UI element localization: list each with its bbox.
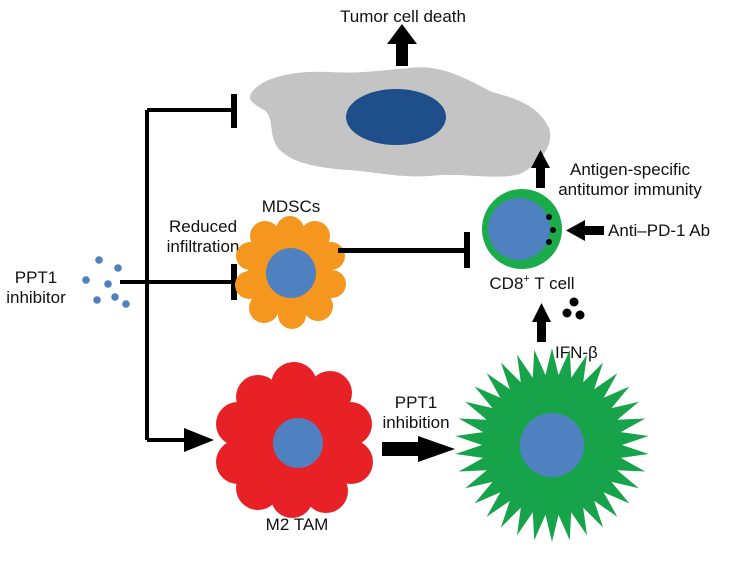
- m2-tam-label: M2 TAM: [266, 515, 329, 534]
- antigen-specific-line2: antitumor immunity: [558, 180, 702, 199]
- tam-arrow-head: [184, 428, 214, 452]
- mdsc-inhibition-bar: [231, 264, 237, 300]
- activated-cell-nucleus: [520, 413, 584, 477]
- reduced-infiltration-line1: Reduced: [169, 217, 237, 236]
- mdsc-to-tcell-line: [338, 248, 466, 253]
- tumor-cell-death-label: Tumor cell death: [340, 7, 466, 26]
- antigen-specific-line1: Antigen-specific: [570, 160, 691, 179]
- ppt1-inhibition-line2: inhibition: [382, 413, 449, 432]
- inhibitor-branch-lines: [120, 108, 235, 442]
- m2-tam-nucleus: [273, 418, 323, 468]
- ifn-beta-label: IFN-β: [555, 343, 598, 362]
- mdsc-nucleus: [266, 248, 316, 298]
- ifn-arrow: [532, 303, 551, 342]
- mdscs-label: MDSCs: [262, 197, 321, 216]
- ppt1-inhibitor-label-line2: inhibitor: [6, 288, 66, 307]
- reduced-infiltration-line2: infiltration: [167, 237, 240, 256]
- tumor-nucleus: [346, 89, 446, 145]
- pd1-receptor-dots: [546, 214, 556, 245]
- tumor-inhibition-bar: [231, 94, 237, 128]
- tcell-inhibition-bar: [464, 232, 470, 268]
- cd8-tcell-label: CD8+ T cell: [489, 273, 574, 293]
- anti-pd1-arrow: [566, 220, 604, 241]
- cd8-tcell-nucleus: [488, 198, 550, 260]
- ppt1-inhibition-line1: PPT1: [395, 393, 438, 412]
- ppt1-inhibitor-label-line1: PPT1: [15, 268, 58, 287]
- ifn-beta-dots: [562, 297, 585, 320]
- antigen-immunity-arrow: [531, 150, 550, 188]
- ppt1-inhibition-arrow: [382, 436, 455, 462]
- ppt1-inhibitor-dots: [82, 256, 130, 308]
- tumor-death-arrow: [387, 24, 417, 66]
- anti-pd1-label: Anti–PD-1 Ab: [608, 221, 710, 240]
